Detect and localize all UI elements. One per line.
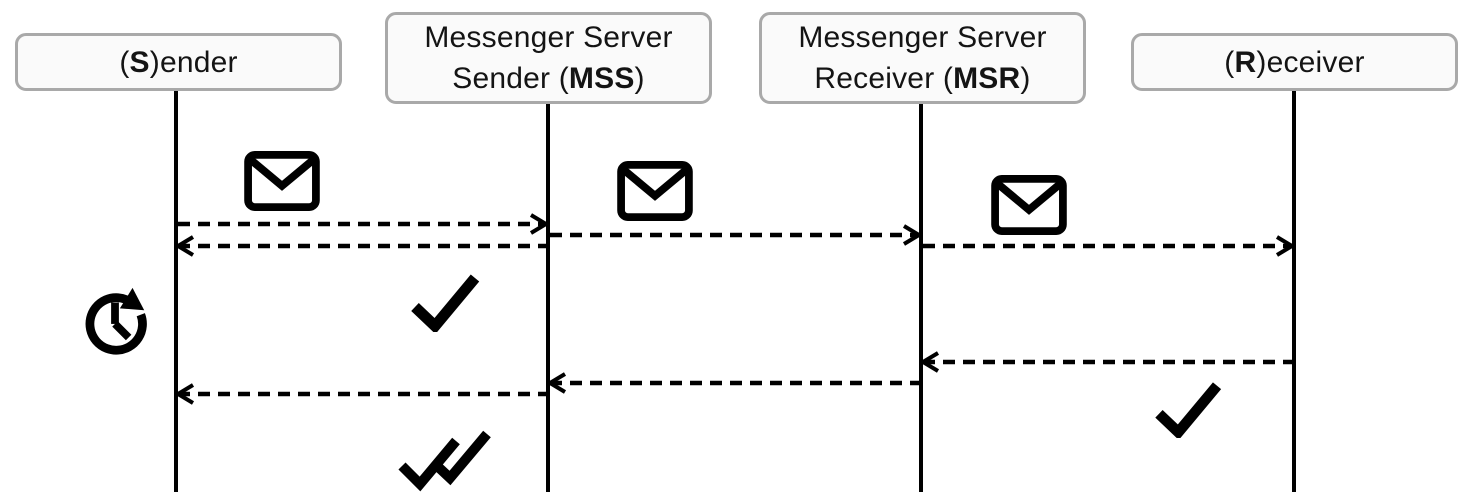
actor-label-sender-post: )ender xyxy=(149,45,238,79)
arrowhead-icon xyxy=(529,213,548,235)
message-arrow-sender-to-mss xyxy=(178,213,548,235)
arrowhead-icon xyxy=(548,372,567,394)
actor-label-sender-pre: ( xyxy=(119,45,130,79)
actor-label-receiver-bold: R xyxy=(1234,45,1257,79)
double-check-icon xyxy=(394,430,494,492)
actor-label-mss-line2-bold: MSS xyxy=(568,62,635,95)
actor-box-msr: Messenger Server Receiver (MSR) xyxy=(759,12,1086,104)
envelope-icon xyxy=(990,174,1068,236)
envelope-icon xyxy=(243,150,321,212)
message-arrow-receiver-to-msr xyxy=(921,351,1292,373)
actor-label-msr-line2-post: ) xyxy=(1020,62,1031,95)
message-arrow-mss-to-sender xyxy=(176,235,546,257)
actor-label-mss-line2-post: ) xyxy=(634,62,645,95)
actor-label-sender: (S)ender xyxy=(119,42,237,83)
actor-label-msr-line2: Receiver (MSR) xyxy=(814,58,1030,99)
actor-label-mss-line1: Messenger Server xyxy=(424,17,672,58)
actor-label-mss-line2-pre: Sender ( xyxy=(452,62,569,95)
check-icon xyxy=(408,270,482,332)
message-arrow-msr-to-mss xyxy=(548,372,919,394)
actor-label-msr-line2-pre: Receiver ( xyxy=(814,62,954,95)
actor-label-mss-line1-pre: Messenger Server xyxy=(424,21,673,54)
actor-label-sender-bold: S xyxy=(129,45,150,79)
lifeline-receiver xyxy=(1292,91,1296,492)
lifeline-msr xyxy=(919,104,923,492)
clock-rotate-icon xyxy=(78,284,152,358)
arrowhead-icon xyxy=(176,235,195,257)
message-arrow-mss-to-msr xyxy=(550,224,921,246)
arrowhead-icon xyxy=(902,224,921,246)
actor-box-sender: (S)ender xyxy=(15,33,342,91)
actor-label-receiver-pre: ( xyxy=(1224,45,1235,79)
actor-label-receiver-post: )eceiver xyxy=(1256,45,1365,79)
arrowhead-icon xyxy=(1275,235,1294,257)
message-arrow-msr-to-receiver xyxy=(923,235,1294,257)
actor-box-receiver: (R)eceiver xyxy=(1131,33,1458,91)
actor-label-msr-line1-pre: Messenger Server xyxy=(798,21,1047,54)
lifeline-mss xyxy=(546,104,550,492)
envelope-icon xyxy=(616,160,694,222)
arrowhead-icon xyxy=(921,351,940,373)
actor-label-receiver: (R)eceiver xyxy=(1224,42,1364,83)
actor-label-msr-line1: Messenger Server xyxy=(798,17,1046,58)
actor-box-mss: Messenger Server Sender (MSS) xyxy=(385,12,712,104)
check-icon xyxy=(1152,378,1224,438)
lifeline-sender xyxy=(174,91,178,492)
actor-label-msr-line2-bold: MSR xyxy=(953,62,1021,95)
arrowhead-icon xyxy=(176,383,195,405)
actor-label-mss-line2: Sender (MSS) xyxy=(452,58,645,99)
message-arrow-mss-to-sender xyxy=(176,383,546,405)
